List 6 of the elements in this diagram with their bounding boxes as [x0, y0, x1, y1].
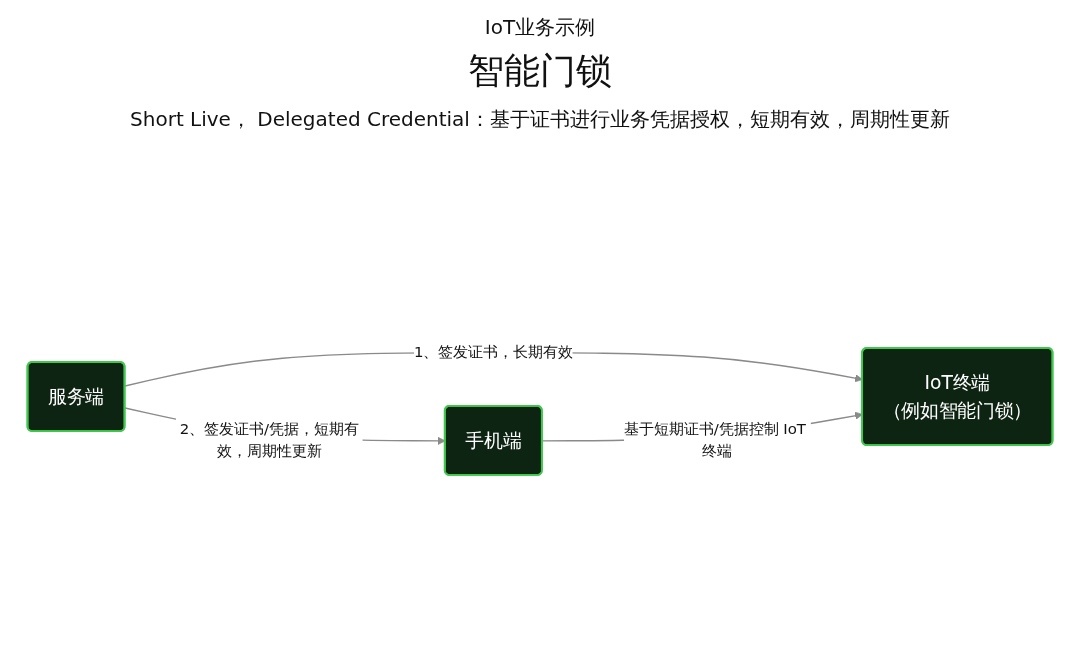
edge-label: 基于短期证书/凭据控制 IoT 终端	[624, 420, 806, 461]
description-text: Short Live， Delegated Credential：基于证书进行业务凭据授权，短期有效，周期性更新	[130, 106, 950, 133]
subtitle: IoT业务示例	[484, 14, 596, 41]
title: 智能门锁	[468, 49, 612, 93]
edge-label: 2、签发证书/凭据，短期有效，周期性更新	[179, 420, 359, 461]
edge-label: 1、签发证书，长期有效	[413, 343, 573, 362]
